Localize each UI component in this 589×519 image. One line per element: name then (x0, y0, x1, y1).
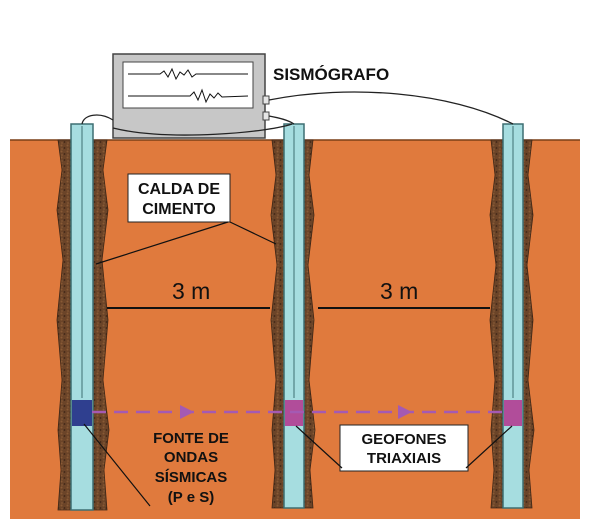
grout-label-line2: CIMENTO (142, 201, 215, 218)
seismic-source (72, 400, 92, 426)
connector-port (262, 111, 270, 121)
seismogram-trace-2 (128, 88, 249, 104)
seismograph (112, 53, 270, 139)
source-label-line4: (P e S) (168, 489, 214, 506)
seismograph-screen (122, 61, 254, 109)
source-label-box (132, 425, 250, 515)
connector-port (262, 95, 270, 105)
wave-arrow (398, 405, 412, 419)
cable-port-2 (268, 115, 295, 125)
grout-label-box (127, 173, 231, 223)
geophones-label-line2: TRIAXIAIS (367, 450, 441, 467)
geophone (504, 400, 522, 426)
borehole-receiver-2 (489, 123, 535, 509)
cable-to-source (81, 114, 114, 125)
cable-to-receiver-1 (112, 123, 293, 136)
source-label-line1: FONTE DE (153, 430, 229, 447)
borehole-source (56, 123, 110, 511)
spacing-label-right: 3 m (380, 278, 418, 304)
grout-leader (95, 221, 229, 265)
spacing-label-left: 3 m (172, 278, 210, 304)
seismograph-label: SISMÓGRAFO (273, 65, 389, 84)
geophones-label-line1: GEOFONES (361, 431, 446, 448)
borehole-receiver-1 (270, 123, 316, 509)
source-leader (83, 423, 151, 507)
geophones-label-box (339, 424, 469, 472)
wave-path (92, 405, 502, 419)
cable-to-receiver-2 (268, 91, 514, 125)
grout-label-line1: CALDA DE (138, 181, 220, 198)
geophone-leader (295, 425, 343, 469)
grout-leader (229, 221, 277, 245)
geophone-leader (465, 425, 513, 469)
source-label-line3: SÍSMICAS (155, 469, 228, 486)
wave-arrow (180, 405, 194, 419)
cables (81, 91, 514, 136)
source-label-line2: ONDAS (164, 449, 218, 466)
seismogram-trace-1 (128, 67, 248, 81)
